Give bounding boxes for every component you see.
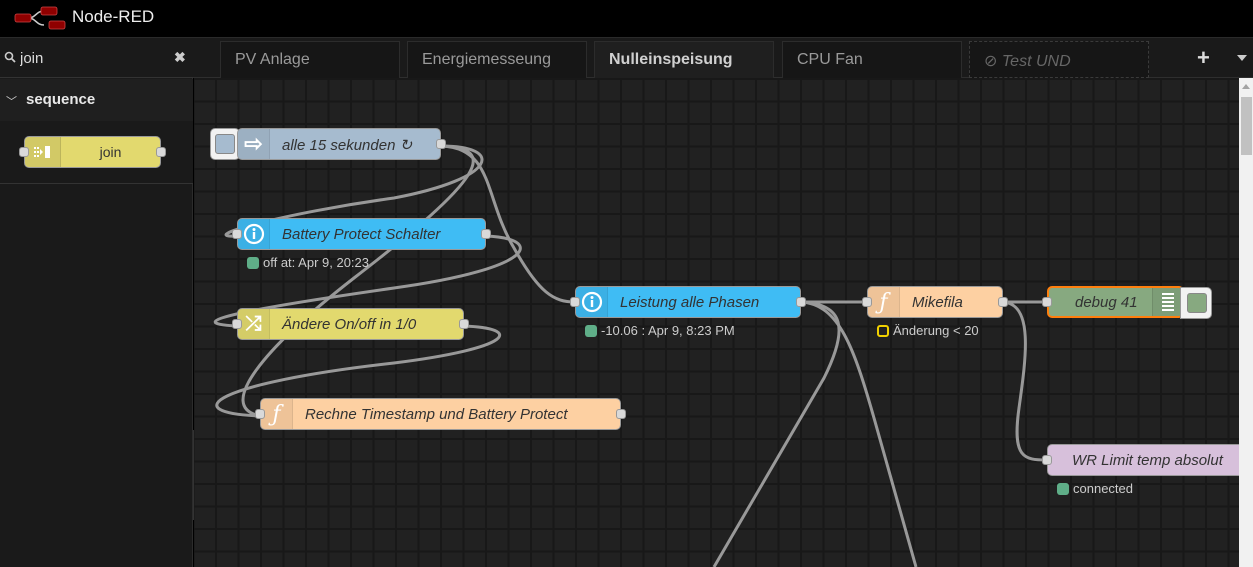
- node-inject[interactable]: ⇨ alle 15 sekunden ↻: [237, 128, 446, 160]
- node-label: debug 41: [1075, 294, 1138, 311]
- node-label: alle 15 sekunden ↻: [282, 137, 413, 154]
- tab-label: Nulleinspeisung: [609, 51, 733, 68]
- status-text: connected: [1073, 481, 1133, 496]
- status-dot-icon: [247, 256, 259, 269]
- wire-leistung-down-right[interactable]: [800, 300, 918, 567]
- input-port[interactable]: [255, 409, 265, 419]
- category-label: sequence: [26, 91, 96, 108]
- palette-search: ✖: [0, 38, 193, 78]
- input-port[interactable]: [1042, 455, 1052, 465]
- palette-category-sequence[interactable]: ﹀ sequence: [0, 79, 193, 121]
- output-port[interactable]: [459, 319, 469, 329]
- wire-change-to-rechne[interactable]: [215, 324, 502, 418]
- tab-menu-chevron-icon[interactable]: [1237, 55, 1247, 61]
- output-port[interactable]: [436, 139, 446, 149]
- output-port: [156, 147, 166, 157]
- tab-pv-anlage[interactable]: PV Anlage: [220, 41, 400, 78]
- wire-inject-to-battery[interactable]: [224, 144, 484, 238]
- status-dot-icon: [1057, 482, 1069, 495]
- status-dot-icon: [585, 324, 597, 337]
- tab-label: CPU Fan: [797, 51, 863, 68]
- input-port: [19, 147, 29, 157]
- node-debug-41[interactable]: debug 41: [1042, 286, 1184, 318]
- inject-button-square: [215, 134, 235, 154]
- output-port[interactable]: [616, 409, 626, 419]
- output-port[interactable]: [481, 229, 491, 239]
- header-bar: Node-RED: [0, 0, 1253, 38]
- wire-battery-to-change[interactable]: [213, 234, 522, 328]
- node-label: WR Limit temp absolut: [1072, 452, 1223, 469]
- wire-mikefila-to-wr[interactable]: [1002, 300, 1048, 462]
- node-label: Leistung alle Phasen: [620, 294, 760, 311]
- node-label: Ändere On/off in 1/0: [282, 316, 417, 333]
- app-title: Node-RED: [72, 7, 155, 26]
- status-text: Änderung < 20: [893, 323, 979, 338]
- input-port[interactable]: [570, 297, 580, 307]
- chevron-down-icon: ﹀: [6, 96, 17, 108]
- input-port[interactable]: [862, 297, 872, 307]
- palette-node-join[interactable]: join: [19, 136, 166, 168]
- flow-canvas[interactable]: ⇨ alle 15 sekunden ↻ Battery Protect Sch…: [194, 78, 1239, 567]
- node-red-logo-icon: [14, 6, 66, 30]
- node-palette: ✖ ﹀ sequence join: [0, 38, 195, 567]
- info-icon: [576, 287, 608, 317]
- tab-cpu-fan[interactable]: CPU Fan: [782, 41, 962, 78]
- shuffle-icon: ⤮: [238, 309, 270, 339]
- scrollbar-thumb[interactable]: [1241, 97, 1252, 155]
- add-tab-button[interactable]: +: [1197, 45, 1210, 70]
- wires-layer: [213, 144, 1048, 567]
- node-status: off at: Apr 9, 20:23: [247, 255, 369, 270]
- node-status: Änderung < 20: [877, 323, 979, 338]
- workspace-tabs: PV Anlage Energiemesseung Nulleinspeisun…: [193, 38, 1253, 78]
- node-leistung-alle-phasen[interactable]: Leistung alle Phasen: [570, 286, 806, 318]
- status-ring-icon: [877, 324, 889, 337]
- node-battery-protect-schalter[interactable]: Battery Protect Schalter: [232, 218, 491, 250]
- status-text: -10.06 : Apr 9, 8:23 PM: [601, 323, 735, 338]
- node-label: Mikefila: [912, 294, 963, 311]
- tab-test-und[interactable]: ⊘ Test UND: [969, 41, 1149, 78]
- node-mikefila[interactable]: ƒ Mikefila: [862, 286, 1008, 318]
- debug-toggle-button[interactable]: [1180, 287, 1212, 319]
- node-rechne-timestamp[interactable]: ƒ Rechne Timestamp und Battery Protect: [255, 398, 626, 430]
- node-status: -10.06 : Apr 9, 8:23 PM: [585, 323, 735, 338]
- tab-label: Energiemesseung: [422, 51, 551, 68]
- tab-label: Test UND: [1001, 53, 1071, 70]
- output-port[interactable]: [998, 297, 1008, 307]
- output-port[interactable]: [796, 297, 806, 307]
- status-text: off at: Apr 9, 20:23: [263, 255, 370, 270]
- search-input[interactable]: [20, 46, 170, 70]
- clear-search-icon[interactable]: ✖: [174, 49, 186, 65]
- search-icon: [4, 51, 16, 63]
- palette-node-label: join: [99, 144, 122, 160]
- node-label: Rechne Timestamp und Battery Protect: [305, 406, 568, 423]
- node-wr-limit-temp-absolut[interactable]: WR Limit temp absolut: [1042, 444, 1239, 476]
- function-icon: ƒ: [261, 399, 293, 429]
- info-icon: [238, 219, 270, 249]
- wire-inject-to-leistung[interactable]: [440, 144, 576, 304]
- arrow-right-icon: ⇨: [238, 129, 270, 159]
- input-port[interactable]: [232, 229, 242, 239]
- function-icon: ƒ: [868, 287, 900, 317]
- scroll-up-arrow-icon[interactable]: [1242, 84, 1250, 89]
- join-icon: [25, 137, 61, 167]
- wire-leistung-down-left[interactable]: [712, 300, 841, 567]
- tab-nulleinspeisung[interactable]: Nulleinspeisung: [594, 41, 774, 78]
- node-label: Battery Protect Schalter: [282, 226, 441, 243]
- inject-button[interactable]: [210, 128, 240, 160]
- tab-label: PV Anlage: [235, 51, 310, 68]
- node-change[interactable]: ⤮ Ändere On/off in 1/0: [232, 308, 469, 340]
- node-status: connected: [1057, 481, 1133, 496]
- debug-toggle-square: [1187, 293, 1207, 313]
- palette-category-body: join: [0, 121, 193, 184]
- list-icon: [1152, 288, 1182, 316]
- vertical-scrollbar[interactable]: [1239, 78, 1253, 567]
- input-port[interactable]: [232, 319, 242, 329]
- ban-icon: ⊘: [984, 53, 998, 70]
- input-port[interactable]: [1042, 297, 1052, 307]
- tab-energiemesseung[interactable]: Energiemesseung: [407, 41, 587, 78]
